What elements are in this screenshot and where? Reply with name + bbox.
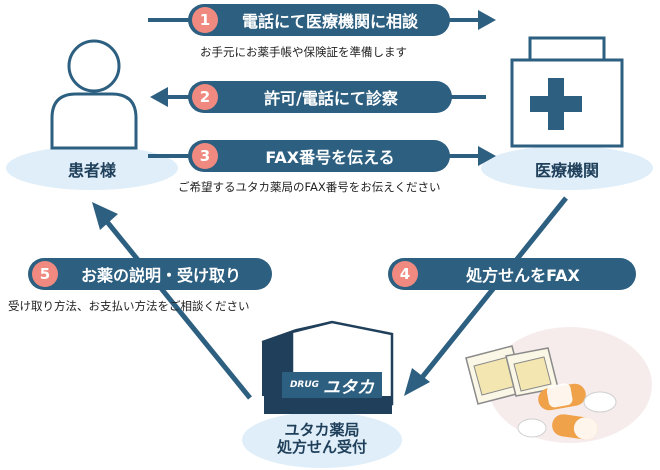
arrowhead-step-5 — [92, 202, 118, 230]
patient-label: 患者様 — [67, 161, 116, 180]
pills-icon — [517, 383, 617, 440]
step-2-number: 2 — [192, 84, 218, 110]
pharmacy-building-icon — [261, 320, 394, 414]
step-4-pill: 4 処方せんをFAX — [388, 258, 636, 290]
pharmacy-label: ユタカ薬局 処方せん受付 — [262, 422, 382, 456]
step-5-pill: 5 お薬の説明・受け取り — [28, 258, 272, 290]
step-5-number: 5 — [32, 261, 58, 287]
step-5-note: 受け取り方法、お支払い方法をご相談ください — [8, 299, 250, 313]
patient-ellipse — [6, 146, 178, 190]
step-1-number: 1 — [192, 7, 218, 33]
arrowhead-step-1 — [478, 10, 496, 30]
step-1-pill: 1 電話にて医療機関に相談 — [188, 4, 450, 36]
step-3-label: FAX番号を伝える — [265, 148, 395, 167]
pharmacy-sign-drug: DRUG — [289, 380, 320, 390]
arrow-step-5 — [102, 216, 252, 400]
step-5-label: お薬の説明・受け取り — [80, 266, 241, 285]
step-4-label: 処方せんをFAX — [466, 266, 580, 285]
step-1-note: お手元にお薬手帳や保険証を準備します — [200, 45, 407, 59]
step-2-pill: 2 許可/電話にて診察 — [188, 81, 452, 113]
arrowhead-step-2 — [150, 87, 168, 107]
step-2-label: 許可/電話にて診察 — [264, 89, 398, 108]
patient-icon — [50, 39, 138, 150]
arrowhead-step-3 — [478, 146, 496, 166]
clinic-ellipse — [481, 146, 653, 190]
step-3-number: 3 — [192, 143, 218, 169]
step-3-pill: 3 FAX番号を伝える — [188, 140, 450, 172]
clinic-label: 医療機関 — [534, 161, 599, 180]
pharmacy-ellipse — [242, 412, 402, 468]
pharmacy-sign-name: ユタカ — [323, 377, 375, 398]
pharmacy-name: ユタカ薬局 — [284, 421, 360, 439]
hospital-icon — [510, 36, 624, 148]
pharmacy-sign: DRUG ユタカ — [282, 372, 382, 398]
step-1-label: 電話にて医療機関に相談 — [241, 12, 418, 31]
step-4-number: 4 — [392, 261, 418, 287]
pharmacy-subtitle: 処方せん受付 — [276, 438, 367, 456]
step-3-note: ご希望するユタカ薬局のFAX番号をお伝えください — [178, 180, 441, 194]
arrowhead-step-4 — [404, 368, 430, 396]
medicine-packets-icon — [465, 345, 559, 405]
